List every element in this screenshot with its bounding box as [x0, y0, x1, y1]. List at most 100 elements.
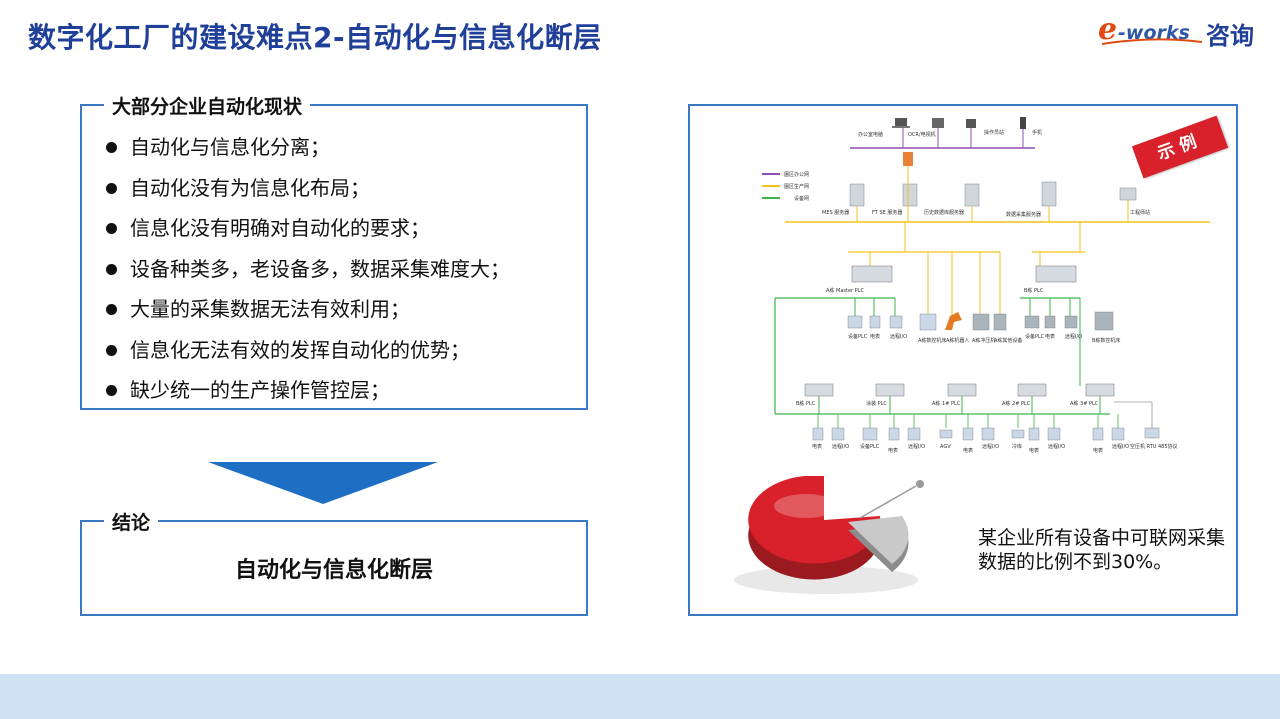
status-box: 大部分企业自动化现状 自动化与信息化分离； 自动化没有为信息化布局； 信息化没有… — [80, 92, 588, 410]
server-icon — [964, 183, 980, 207]
equipment-icon — [993, 313, 1007, 331]
server-label: MES 服务器 — [822, 209, 849, 216]
list-item: 信息化没有明确对自动化的要求； — [104, 215, 576, 256]
plc-label: B栋 PLC — [1024, 287, 1044, 294]
device-icon — [862, 427, 878, 441]
device-label: 远程I/O — [982, 443, 999, 450]
footer-band — [0, 674, 1280, 719]
conclusion-box: 结论 自动化与信息化断层 — [80, 508, 588, 616]
device-label: A栋机器人 — [946, 337, 969, 344]
server-label: FT SE 服务器 — [872, 209, 902, 216]
plc-label: A栋 2# PLC — [1002, 400, 1031, 407]
status-list: 自动化与信息化分离； 自动化没有为信息化布局； 信息化没有明确对自动化的要求； … — [104, 134, 576, 418]
plc-label: A栋 Master PLC — [826, 287, 864, 294]
plc-label: 涂装 PLC — [866, 400, 887, 407]
network-diagram: 办公室电脑 OCR/电视机 操作员站 手机 園区办公网 園区生产网 设备网 ME… — [762, 117, 1210, 454]
meter-icon — [962, 427, 974, 441]
device-label: 远程I/O — [832, 443, 849, 450]
device-label: 远程I/O — [1112, 443, 1129, 450]
device-label: 电表 — [888, 447, 898, 454]
device-label: A栋其他设备 — [994, 337, 1022, 344]
list-item: 自动化没有为信息化布局； — [104, 175, 576, 216]
list-item: 大量的采集数据无法有效利用； — [104, 296, 576, 337]
legend-label: 園区办公网 — [784, 171, 809, 178]
meter-icon — [888, 427, 900, 441]
io-icon — [981, 427, 995, 441]
eworks-logo: e -works 咨询 — [1098, 10, 1268, 50]
device-label: 电表 — [963, 447, 973, 454]
phone-icon — [1020, 117, 1026, 129]
io-icon — [831, 427, 845, 441]
agv-icon — [939, 429, 953, 439]
server-label: 工程师站 — [1130, 209, 1150, 216]
device-label: 设备PLC — [860, 443, 880, 450]
device-label: AGV — [940, 444, 951, 450]
meter-icon — [812, 427, 824, 441]
list-item: 缺少统一的生产操作管控层； — [104, 377, 576, 418]
legend-label: 園区生产网 — [784, 183, 809, 190]
slide-title: 数字化工厂的建设难点2-自动化与信息化断层 — [28, 21, 602, 54]
conclusion-box-label: 结论 — [104, 508, 159, 535]
cnc-icon — [919, 313, 937, 331]
plc-icon — [1035, 265, 1077, 283]
pie-slice-main — [748, 476, 881, 564]
list-item: 自动化与信息化分离； — [104, 134, 576, 175]
pie-slice-minor — [848, 516, 909, 564]
device-label: 空压机 RTU 485协议 — [1130, 443, 1178, 450]
logo-works: -works — [1118, 22, 1190, 44]
plc-label: B栋 PLC — [796, 400, 816, 407]
server-icon — [1041, 181, 1057, 207]
io-icon — [1111, 427, 1125, 441]
plc-icon — [851, 265, 893, 283]
monitor-icon — [932, 118, 944, 128]
list-item: 设备种类多，老设备多，数据采集难度大； — [104, 256, 576, 297]
device-label: 远程I/O — [890, 333, 907, 340]
io-icon — [1047, 427, 1061, 441]
cold-storage-icon — [1011, 429, 1025, 439]
plc-icon — [947, 383, 977, 397]
meter-icon — [869, 315, 881, 329]
plc-label: A栋 3# PLC — [1070, 400, 1099, 407]
device-label: 电表 — [1045, 333, 1055, 340]
status-box-label: 大部分企业自动化现状 — [104, 92, 311, 119]
device-label: 设备PLC — [848, 333, 868, 340]
device-label: 设备PLC — [1025, 333, 1045, 340]
laptop-icon — [892, 118, 910, 128]
server-label: 数据采集服务器 — [1006, 211, 1041, 218]
device-label: 操作员站 — [984, 129, 1004, 136]
logo-e: e — [1098, 12, 1118, 47]
device-label: OCR/电视机 — [908, 131, 936, 138]
device-label: 电表 — [1029, 447, 1039, 454]
plc-icon — [1017, 383, 1047, 397]
plc-icon — [875, 383, 905, 397]
example-box: 办公室电脑 OCR/电视机 操作员站 手机 園区办公网 園区生产网 设备网 ME… — [688, 104, 1238, 616]
logo-swoosh-icon — [1102, 38, 1202, 45]
server-label: 历史数据库服务器 — [924, 209, 964, 216]
pie-chart — [734, 476, 924, 594]
device-label: 电表 — [812, 443, 822, 450]
device-label: 远程I/O — [1065, 333, 1082, 340]
pie-caption: 某企业所有设备中可联网采集数据的比例不到30%。 — [978, 527, 1226, 573]
io-icon — [907, 427, 921, 441]
device-label: 远程I/O — [908, 443, 925, 450]
down-arrow-icon — [208, 462, 438, 504]
legend-label: 设备网 — [794, 195, 809, 202]
device-label: 电表 — [1093, 447, 1103, 454]
conclusion-text: 自动化与信息化断层 — [234, 558, 433, 583]
plc-icon — [1085, 383, 1115, 397]
meter-icon — [1044, 315, 1056, 329]
logo-consulting: 咨询 — [1206, 22, 1254, 50]
meter-icon — [1092, 427, 1104, 441]
cnc-icon — [1094, 311, 1114, 331]
device-label: 电表 — [870, 333, 880, 340]
plc-label: A栋 1# PLC — [932, 400, 961, 407]
compressor-icon — [1144, 427, 1160, 439]
io-icon — [1064, 315, 1078, 329]
robot-icon — [945, 312, 962, 330]
plc-icon — [804, 383, 834, 397]
device-label: A栋冲压机 — [972, 337, 995, 344]
device-icon — [847, 315, 863, 329]
workstation-icon — [1119, 187, 1137, 201]
server-icon — [902, 183, 918, 207]
list-item: 信息化无法有效的发挥自动化的优势； — [104, 337, 576, 378]
